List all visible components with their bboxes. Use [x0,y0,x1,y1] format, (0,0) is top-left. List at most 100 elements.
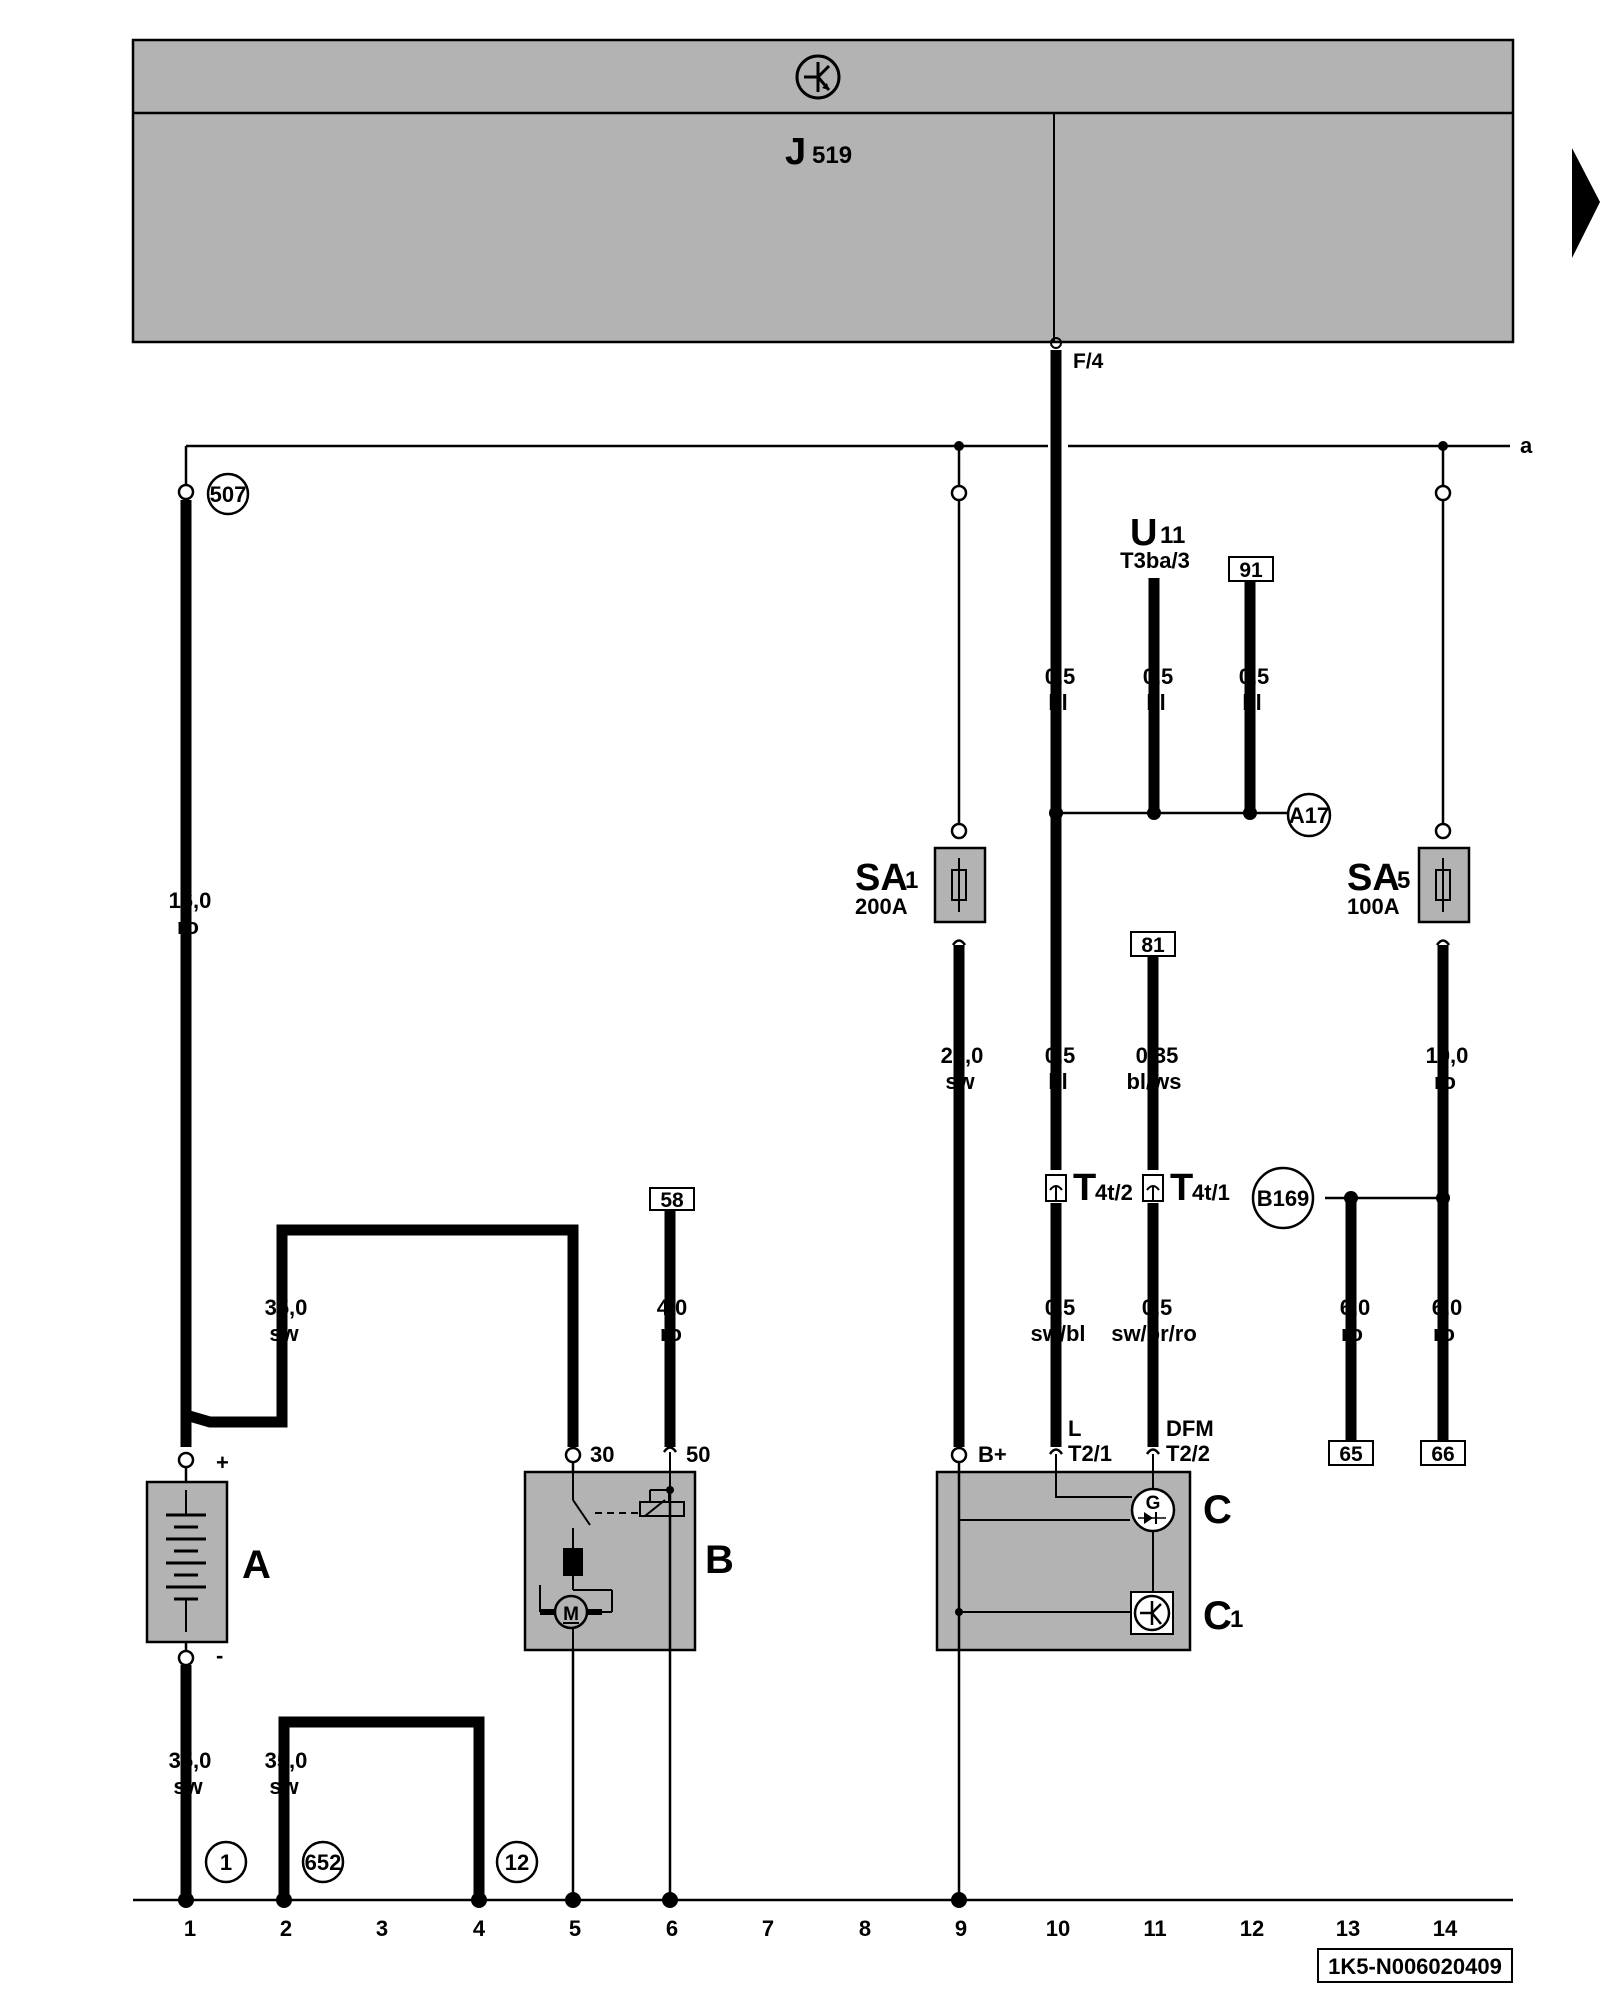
wire-05-bl-a-color: bl [1048,690,1068,715]
wire-10-ro-size: 10,0 [1426,1043,1469,1068]
battery-plus: + [216,1450,229,1475]
ground-bus [133,1892,1513,1908]
ref-91: 91 [1239,559,1263,582]
track-number: 12 [1240,1916,1264,1941]
fuse-sa5-circuit: SA 5 100A 10,0 ro B169 6,0 ro 6,0 ro 65 … [1251,446,1471,1466]
pin-dfm-terminal: T2/2 [1166,1441,1210,1466]
fuse-icon [951,858,967,912]
wire-35-sw-gnd-size: 35,0 [265,1748,308,1773]
wire-4-ro-color: ro [660,1321,682,1346]
wire-6-ro-a-size: 6,0 [1340,1295,1371,1320]
generator-icon: G [1130,1487,1176,1533]
wire-05-swbrro-size: 0,5 [1142,1295,1173,1320]
wire-05-swbrro-color: sw/br/ro [1111,1321,1197,1346]
battery-feed-circuit: 507 16,0 ro 35,0 sw [169,446,579,1447]
node-507: 507 [210,482,247,507]
wire-25-sw-size: 25,0 [941,1043,984,1068]
node-1: 1 [220,1850,232,1875]
ref-65: 65 [1339,1443,1363,1466]
ref-81: 81 [1141,934,1165,957]
diagram-code-box: 1K5-N006020409 [1317,1948,1513,1983]
track-number: 2 [280,1916,292,1941]
battery-icon [166,1490,206,1632]
component-b-label: B [705,1538,734,1582]
conn-t4t1-sub: 4t/1 [1192,1180,1230,1205]
conn-t4t2-sub: 4t/2 [1095,1180,1133,1205]
pin-l-label: L [1068,1416,1081,1441]
wire-25-sw-color: sw [945,1069,975,1094]
node-12: 12 [505,1850,529,1875]
wire-16-ro-size: 16,0 [169,888,212,913]
wire-05-bl-d-color: bl [1048,1069,1068,1094]
motor-symbol: M [563,1604,579,1625]
control-unit-j519: J 519 [131,38,1515,344]
component-c1-sub: 1 [1230,1606,1243,1633]
wire-05-bl-c-size: 0,5 [1239,664,1270,689]
track-number: 9 [955,1916,967,1941]
ground-symbol-icon [795,54,841,100]
wire-035-blws-color: bl/ws [1126,1069,1181,1094]
ref-66: 66 [1431,1443,1454,1466]
track-number: 1 [184,1916,196,1941]
node-652: 652 [305,1850,342,1875]
wire-05-bl-d-size: 0,5 [1045,1043,1076,1068]
wire-05-bl-b-color: bl [1146,690,1166,715]
fuse-sa1-label: SA [855,857,908,899]
track-number: 13 [1336,1916,1360,1941]
wire-35-sw-bat-color: sw [173,1774,203,1799]
battery-a: + A - 35,0 sw 1 [145,1450,271,1900]
alternator-c: G C C 1 [935,1462,1243,1900]
control-unit-name: J [785,131,806,173]
component-c1-label: C [1203,1594,1232,1638]
starter-b: 30 M B [523,1442,734,1900]
pin-f4: F/4 [1073,350,1104,373]
ref-58: 58 [660,1189,684,1212]
bus-label: a [1520,433,1533,458]
track-number: 6 [666,1916,678,1941]
terminal-50-circuit: 58 4,0 ro 50 [649,1187,710,1900]
conn-t4t2: T [1073,1167,1096,1209]
bus-line-a: a [186,433,1533,458]
wire-10-ro-color: ro [1434,1069,1456,1094]
wire-05-swbl-size: 0,5 [1045,1295,1076,1320]
control-unit-index: 519 [812,142,852,169]
pin-50: 50 [686,1442,710,1467]
generator-symbol: G [1146,1493,1161,1514]
wire-05-swbl-color: sw/bl [1030,1321,1085,1346]
motor-icon: M [539,1585,602,1630]
battery-minus: - [216,1643,223,1668]
fuse-sa5-label: SA [1347,857,1400,899]
wire-35-sw-top-size: 35,0 [265,1295,308,1320]
wire-6-ro-b-color: ro [1433,1321,1455,1346]
pin-l-terminal: T2/1 [1068,1441,1112,1466]
wire-16-ro-color: ro [177,914,199,939]
wire-6-ro-a-color: ro [1341,1321,1363,1346]
wire-4-ro-size: 4,0 [657,1295,688,1320]
wire-035-blws-size: 0,35 [1136,1043,1179,1068]
ground-strap: 35,0 sw 652 12 [265,1716,539,1900]
fuse-sa1-rating: 200A [855,894,908,919]
fuse-sa5-sub: 5 [1397,867,1410,894]
u11-connection: U 11 T3ba/3 0,5 bl 91 0,5 bl A17 [1120,512,1332,838]
node-b169: B169 [1257,1186,1310,1211]
wire-35-sw-top-color: sw [269,1321,299,1346]
dfm-line-circuit: 81 0,35 bl/ws T 4t/1 0,5 sw/br/ro DFM T2… [1111,931,1230,1489]
component-a-label: A [242,1543,271,1587]
component-c-label: C [1203,1488,1232,1532]
component-u11-sub: 11 [1160,522,1185,549]
wire-6-ro-b-size: 6,0 [1432,1295,1463,1320]
wire-05-bl-b-size: 0,5 [1143,664,1174,689]
track-number: 7 [762,1916,774,1941]
pin-30: 30 [590,1442,614,1467]
track-number: 14 [1433,1916,1458,1941]
diagram-code: 1K5-N006020409 [1328,1954,1502,1979]
track-number: 11 [1143,1916,1166,1941]
wire-05-bl-c-color: bl [1242,690,1262,715]
wire-05-bl-a-size: 0,5 [1045,664,1076,689]
next-page-arrow-icon[interactable] [1572,148,1600,258]
pin-b-plus: B+ [978,1442,1007,1467]
component-u11-label: U [1130,512,1157,554]
track-number: 10 [1046,1916,1070,1941]
